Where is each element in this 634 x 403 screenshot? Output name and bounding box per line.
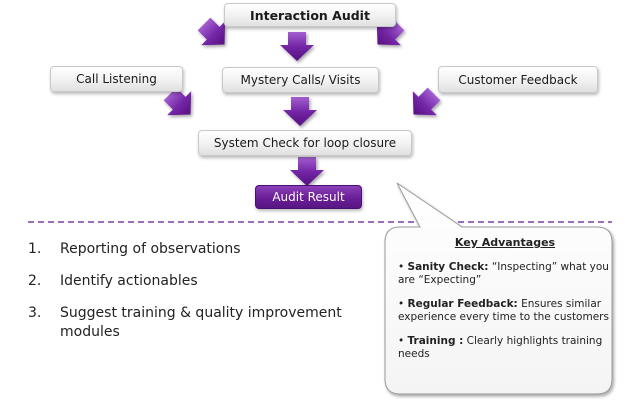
advantage-text: “Inspecting” what you are “Expecting” <box>398 261 609 286</box>
list-item: 1. Reporting of observations <box>28 240 388 259</box>
advantage-item: • Sanity Check: “Inspecting” what you ar… <box>398 261 612 287</box>
list-item: 3. Suggest training & quality improvemen… <box>28 304 388 342</box>
customer-feedback-box: Customer Feedback <box>438 66 598 93</box>
diagonal-arrow-right-lower <box>412 87 441 116</box>
step-number: 2. <box>28 273 42 289</box>
diagonal-arrow-left-lower <box>163 87 192 116</box>
down-arrow-mystery-to-system <box>283 97 317 126</box>
advantage-item: • Training : Clearly highlights training… <box>398 335 612 361</box>
advantage-label: Training : <box>407 335 464 347</box>
step-number: 1. <box>28 241 42 257</box>
mystery-calls-box: Mystery Calls/ Visits <box>222 67 379 93</box>
step-text: Reporting of observations <box>60 241 241 257</box>
callout-content: Key Advantages • Sanity Check: “Inspecti… <box>398 236 612 386</box>
advantage-text: Clearly highlights training needs <box>398 335 603 360</box>
list-item: 2. Identify actionables <box>28 272 388 291</box>
call-listening-box: Call Listening <box>50 66 183 92</box>
advantage-item: • Regular Feedback: Ensures similar expe… <box>398 298 612 324</box>
down-arrow-title-to-mystery <box>280 32 314 61</box>
callout-title: Key Advantages <box>454 236 556 249</box>
advantage-label: Regular Feedback: <box>407 298 518 310</box>
interaction-audit-box: Interaction Audit <box>224 3 396 27</box>
steps-list: 1. Reporting of observations 2. Identify… <box>28 240 388 355</box>
audit-result-box: Audit Result <box>255 185 362 209</box>
diagonal-arrow-left-upper <box>197 17 226 46</box>
step-text: Identify actionables <box>60 273 198 289</box>
step-number: 3. <box>28 305 42 321</box>
advantage-label: Sanity Check: <box>407 261 489 273</box>
down-arrow-system-to-result <box>290 157 324 186</box>
step-text: Suggest training & quality improvement m… <box>60 305 342 340</box>
key-advantages-callout <box>384 182 613 395</box>
diagonal-arrow-right-upper <box>376 17 405 46</box>
bullet: • <box>398 298 408 310</box>
advantage-text: Ensures similar experience every time to… <box>398 298 609 323</box>
system-check-box: System Check for loop closure <box>198 130 412 156</box>
bullet: • <box>398 261 408 273</box>
bullet: • <box>398 335 408 347</box>
